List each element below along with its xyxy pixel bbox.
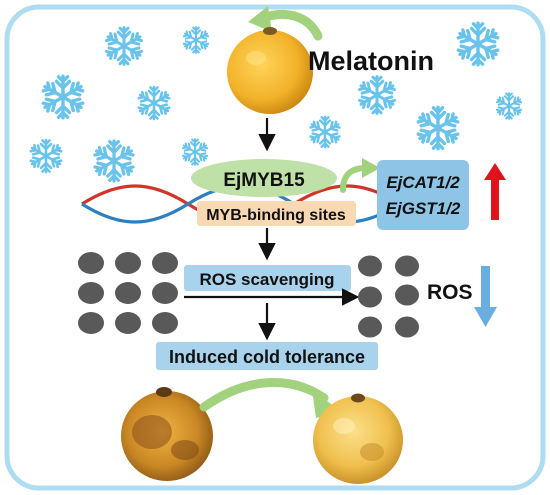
outcome-label: Induced cold tolerance: [169, 347, 365, 367]
ros-label: ROS: [427, 281, 473, 304]
gene-ellipse: [191, 159, 337, 197]
green-arrow-targets-head: [362, 158, 380, 178]
green-arrow-top-head: [248, 6, 272, 32]
target-gene-1: EjCAT1/2: [386, 173, 460, 192]
loquat-fruit-icon: [121, 387, 213, 481]
ros-dots-left: [78, 252, 178, 334]
gene-label: EjMYB15: [223, 170, 305, 191]
down-arrow-icon: [474, 266, 497, 327]
binding-sites-label: MYB-binding sites: [206, 207, 346, 224]
target-genes-box: [377, 160, 469, 230]
loquat-fruit-icon: [313, 393, 403, 484]
title-melatonin: Melatonin: [308, 46, 434, 76]
ros-dots-right: [358, 255, 419, 338]
loquat-fruit-icon: [227, 27, 313, 114]
binding-sites-box: [197, 201, 356, 226]
up-arrow-icon: [484, 163, 506, 220]
target-gene-2: EjGST1/2: [386, 199, 461, 218]
outcome-box: [156, 342, 378, 370]
ros-scavenging-label: ROS scavenging: [199, 270, 334, 289]
ros-scavenging-box: [184, 265, 351, 291]
